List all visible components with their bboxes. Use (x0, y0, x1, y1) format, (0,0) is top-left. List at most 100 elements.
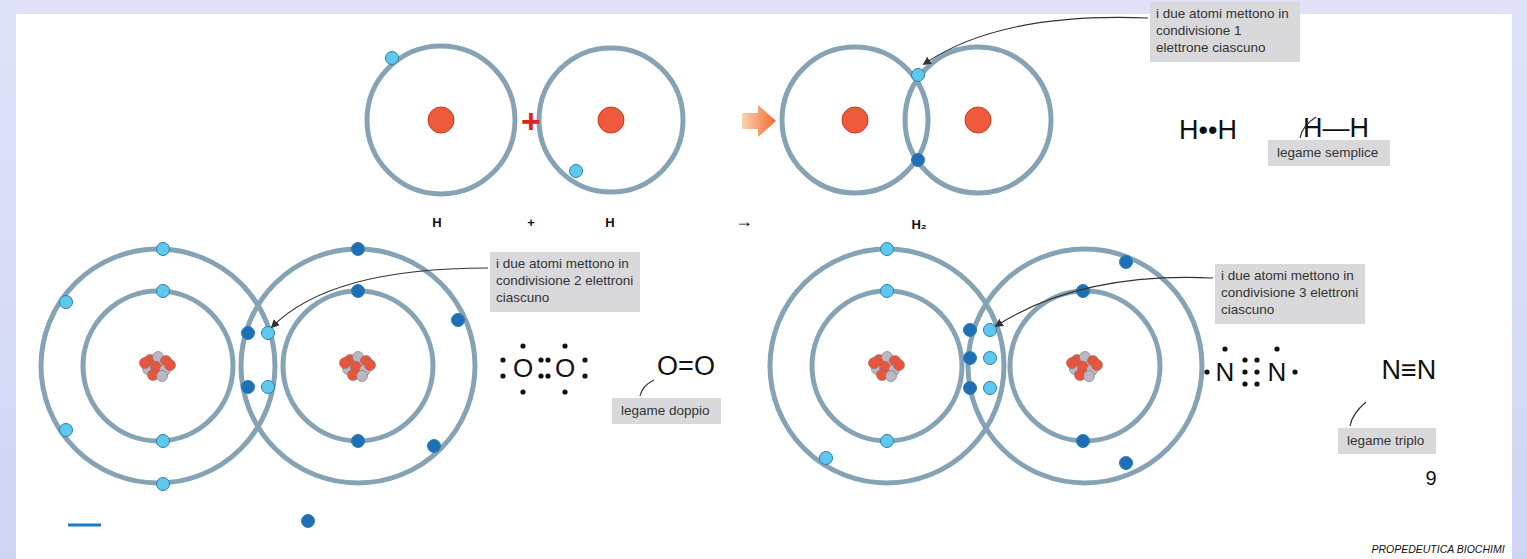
page-number: 9 (1425, 467, 1436, 490)
node-text: legame triplo (1347, 433, 1427, 448)
nucleon (894, 360, 905, 371)
nucleus (869, 352, 905, 382)
formula-label: H••H (1179, 115, 1237, 146)
electron (157, 435, 170, 448)
node-text: legame doppio (621, 403, 712, 418)
electron-shell (539, 48, 683, 192)
lewis-dots (538, 357, 543, 362)
electron (262, 381, 275, 394)
formula-label: → (735, 211, 753, 232)
formula-label: + (527, 215, 535, 230)
lewis-dots (500, 357, 505, 362)
leader-line (640, 380, 654, 396)
electron (242, 327, 255, 340)
electron-shell (367, 46, 515, 194)
nucleus (842, 107, 868, 133)
electron (352, 243, 365, 256)
formula-label: O (513, 353, 533, 384)
electron (262, 327, 275, 340)
electron-shell (83, 291, 233, 441)
electron (1120, 457, 1133, 470)
nucleus (965, 107, 991, 133)
electron (984, 324, 997, 337)
electron (570, 165, 583, 178)
lewis-dots (1254, 369, 1259, 374)
leader-line (996, 277, 1213, 326)
nucleus (598, 107, 624, 133)
nucleon (357, 371, 368, 382)
electron (1077, 435, 1090, 448)
electron (157, 478, 170, 491)
electron (964, 382, 977, 395)
electron-shell (241, 249, 475, 483)
nucleon (886, 371, 897, 382)
lewis-dots (520, 343, 525, 348)
electron-shell (283, 291, 433, 441)
electron (157, 285, 170, 298)
callout-box: i due atomi mettono in condivisione 1 el… (1150, 2, 1300, 62)
lewis-dots (582, 357, 587, 362)
bond-label-box: legame doppio (612, 398, 721, 424)
lewis-dots (1242, 369, 1247, 374)
electron-shell (1010, 291, 1160, 441)
lewis-dots (500, 343, 1297, 394)
lewis-dots (1254, 357, 1259, 362)
bond-label-box: legame triplo (1338, 428, 1436, 454)
leader-lines (272, 17, 1366, 426)
electron (912, 154, 925, 167)
lewis-dots (1242, 381, 1247, 386)
formula-label: O=O (657, 351, 715, 382)
nucleon (1084, 371, 1095, 382)
formula-label: H—H (1303, 113, 1369, 144)
lewis-dots (1274, 346, 1279, 351)
formula-label: H₂ (911, 217, 926, 232)
electron (984, 352, 997, 365)
nucleon (340, 358, 351, 369)
nucleon (365, 360, 376, 371)
lewis-dots (1204, 369, 1209, 374)
callout-box: i due atomi mettono in condivisione 2 el… (490, 252, 640, 312)
electron (964, 352, 977, 365)
accent-line (68, 524, 101, 527)
formula-label: N (1216, 357, 1235, 388)
lewis-dots (1254, 381, 1259, 386)
nucleon (1067, 358, 1078, 369)
electron (881, 243, 894, 256)
nucleus (428, 107, 454, 133)
formula-label: N≡N (1382, 355, 1437, 386)
lewis-dots (1222, 346, 1227, 351)
formula-label: H (432, 215, 441, 230)
bond-label-box: legame semplice (1268, 140, 1390, 166)
lewis-dots (545, 373, 550, 378)
electron (820, 452, 833, 465)
formula-label: O (555, 353, 575, 384)
nucleus (340, 352, 376, 382)
electron (60, 424, 73, 437)
node-text: i due atomi mettono in condivisione 2 el… (496, 256, 634, 307)
leader-line (1350, 402, 1366, 426)
electron (964, 324, 977, 337)
electron (452, 314, 465, 327)
atoms (41, 46, 1202, 528)
electron (1077, 285, 1090, 298)
formula-label: H (605, 215, 614, 230)
nucleus (1067, 352, 1103, 382)
lewis-dots (582, 373, 587, 378)
electron (428, 440, 441, 453)
electron (60, 296, 73, 309)
lewis-dots (500, 373, 505, 378)
leader-line (924, 17, 1148, 64)
electron (1120, 256, 1133, 269)
lewis-dots (520, 389, 525, 394)
node-text: legame semplice (1277, 145, 1381, 160)
lewis-dots (545, 357, 550, 362)
electron (157, 243, 170, 256)
electron-shell (968, 249, 1202, 483)
lewis-dots (562, 389, 567, 394)
electron (242, 381, 255, 394)
formula-label: N (1268, 357, 1287, 388)
callout-box: i due atomi mettono in condivisione 3 el… (1215, 264, 1365, 324)
electron-shell (812, 291, 962, 441)
formula-label: + (521, 102, 541, 141)
